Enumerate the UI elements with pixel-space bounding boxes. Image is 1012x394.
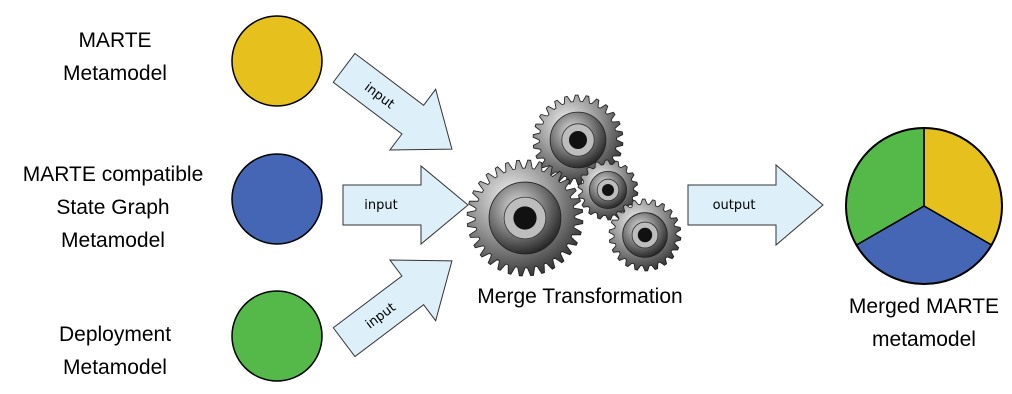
- state-graph-metamodel-circle: [231, 153, 323, 245]
- gear-top: [532, 94, 624, 186]
- input-arrow-top: input: [332, 52, 453, 151]
- input-arrow-middle: input: [342, 164, 469, 246]
- output-arrow-label: output: [713, 198, 756, 213]
- gear-small: [577, 159, 639, 221]
- input-arrow-bottom: input: [332, 259, 453, 358]
- merged-metamodel-label: Merged MARTE metamodel: [848, 295, 1000, 351]
- merged-metamodel-pie: [845, 127, 1003, 285]
- output-arrow: output: [687, 163, 824, 247]
- merge-transformation-label: Merge Transformation: [477, 285, 683, 308]
- input-arrow-middle-label: input: [364, 198, 397, 213]
- marte-metamodel-circle: [231, 15, 323, 107]
- gear-large: [466, 159, 584, 277]
- deployment-metamodel-circle: [231, 290, 323, 382]
- marte-metamodel-label: MARTE Metamodel: [63, 29, 167, 85]
- state-graph-metamodel-label: MARTE compatible State Graph Metamodel: [22, 163, 204, 252]
- deployment-metamodel-label: Deployment Metamodel: [58, 323, 172, 379]
- gears-image: [466, 94, 682, 277]
- gear-bottom: [608, 198, 682, 272]
